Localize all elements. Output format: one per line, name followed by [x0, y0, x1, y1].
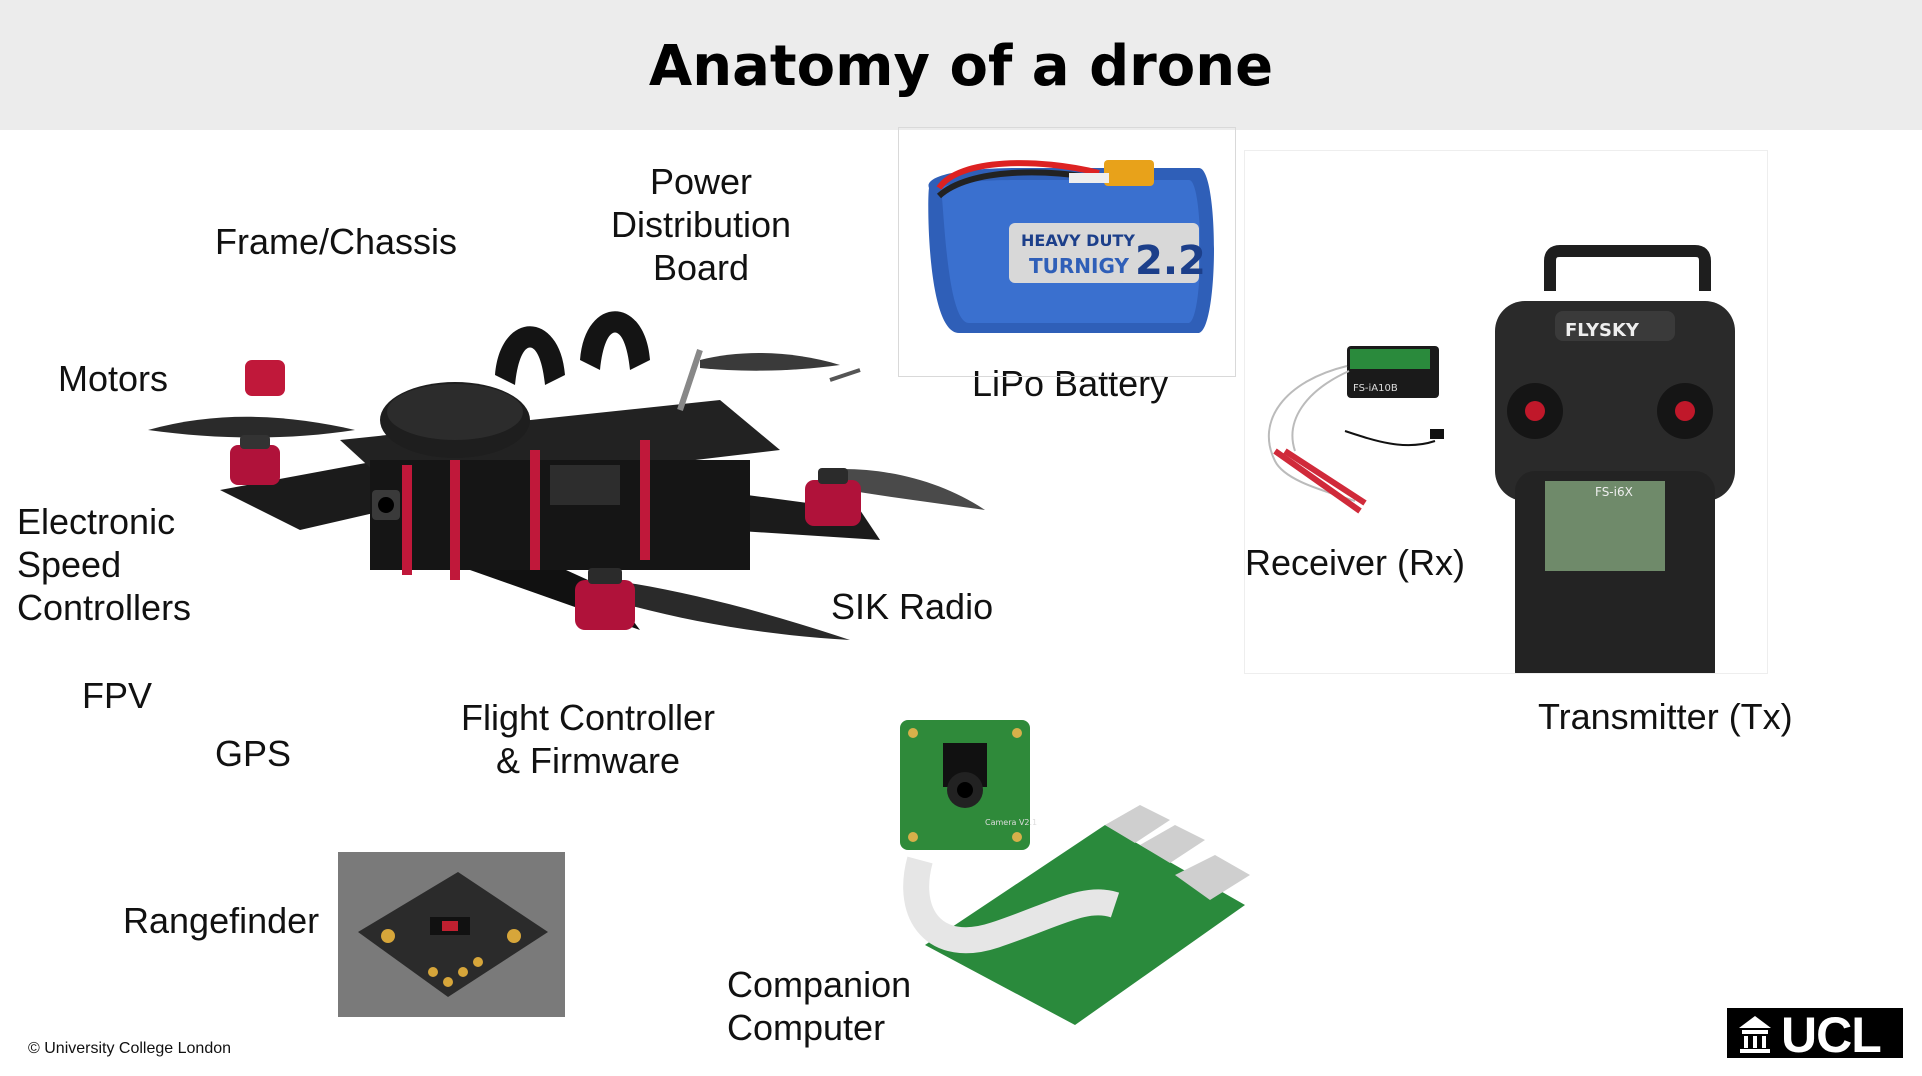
portico-icon	[1739, 1016, 1771, 1053]
standoff	[450, 460, 460, 580]
ucl-logo: UCL	[1727, 1008, 1903, 1062]
camera-lens	[378, 497, 394, 513]
label-companion-line2: Computer	[727, 1007, 886, 1048]
label-motors: Motors	[58, 358, 169, 399]
standoff	[640, 440, 650, 560]
ribbon-cable	[903, 856, 1120, 954]
propeller-front-left	[148, 416, 355, 438]
standoff	[402, 465, 412, 575]
usb-port	[1105, 805, 1170, 843]
gps-module-top	[387, 384, 523, 440]
drone-image	[148, 311, 985, 640]
slide-title: Anatomy of a drone	[648, 34, 1274, 99]
radio-image-frame: FS-iA10B FLYSKY FS-i6X	[1244, 150, 1768, 691]
companion-computer-image: Camera V2.1	[900, 720, 1250, 1025]
label-esc-line2: Speed	[17, 544, 122, 585]
transmitter-image: FLYSKY FS-i6X	[1495, 245, 1735, 691]
label-sik-radio: SIK Radio	[831, 586, 994, 627]
title-bar	[0, 0, 1922, 130]
label-companion-computer: Companion Computer	[727, 963, 911, 1049]
motor-front-right	[575, 568, 635, 630]
propeller-rear-left	[700, 353, 840, 371]
rangefinder-image	[338, 852, 565, 1017]
battery-strap	[495, 326, 565, 385]
battery-text-top: HEAVY DUTY	[1021, 231, 1135, 250]
label-gps: GPS	[215, 733, 292, 774]
ucl-logo-text: UCL	[1781, 1007, 1882, 1063]
usb-port	[1140, 825, 1205, 863]
label-esc-line3: Controllers	[17, 587, 192, 628]
transmitter-brand-text: FLYSKY	[1565, 320, 1640, 341]
label-flight-controller: Flight Controller & Firmware	[448, 696, 728, 782]
motor-rear-left	[245, 360, 285, 396]
label-pdb-line3: Board	[652, 247, 750, 288]
label-fpv: FPV	[82, 675, 153, 716]
label-pdb-line2: Distribution	[610, 204, 792, 245]
label-esc-line1: Electronic	[17, 501, 176, 542]
camera-text: Camera V2.1	[985, 818, 1037, 827]
label-lipo-battery: LiPo Battery	[972, 363, 1169, 404]
label-electronic-speed-controllers: Electronic Speed Controllers	[17, 500, 191, 629]
label-companion-line1: Companion	[727, 964, 912, 1005]
transmitter-model-text: FS-i6X	[1595, 485, 1633, 499]
lipo-battery-frame: HEAVY DUTY TURNIGY 2.2	[898, 127, 1236, 377]
receiver-image: FS-iA10B	[1267, 346, 1444, 514]
propeller-front-right	[610, 580, 850, 640]
motor-front-left	[230, 435, 280, 485]
label-rangefinder: Rangefinder	[123, 900, 320, 941]
label-fc-line1: Flight Controller	[460, 697, 716, 738]
battery-text-value: 2.2	[1135, 238, 1206, 284]
lipo-battery-image: HEAVY DUTY TURNIGY 2.2	[928, 160, 1214, 333]
antenna	[829, 368, 861, 382]
label-frame-chassis: Frame/Chassis	[215, 221, 458, 262]
receiver-transmitter-image: FS-iA10B FLYSKY FS-i6X	[1267, 245, 1735, 691]
rangefinder-image-frame	[338, 852, 565, 1017]
battery-strap	[580, 311, 650, 370]
ethernet-port	[1175, 855, 1250, 900]
propeller-rear-right	[820, 469, 985, 510]
label-transmitter: Transmitter (Tx)	[1538, 696, 1793, 737]
motor-rear-right	[805, 468, 861, 526]
antenna	[677, 349, 703, 411]
flight-controller-board	[550, 465, 620, 505]
label-pdb-line1: Power	[649, 161, 753, 202]
copyright-footer: © University College London	[28, 1040, 232, 1057]
label-fc-line2: & Firmware	[495, 740, 680, 781]
receiver-model-text: FS-iA10B	[1353, 383, 1398, 394]
label-receiver: Receiver (Rx)	[1245, 542, 1466, 583]
label-power-distribution-board: Power Distribution Board	[601, 160, 801, 289]
camera-module	[900, 720, 1030, 850]
standoff	[530, 450, 540, 570]
battery-text-brand: TURNIGY	[1029, 254, 1129, 278]
rpi-board	[925, 825, 1245, 1025]
